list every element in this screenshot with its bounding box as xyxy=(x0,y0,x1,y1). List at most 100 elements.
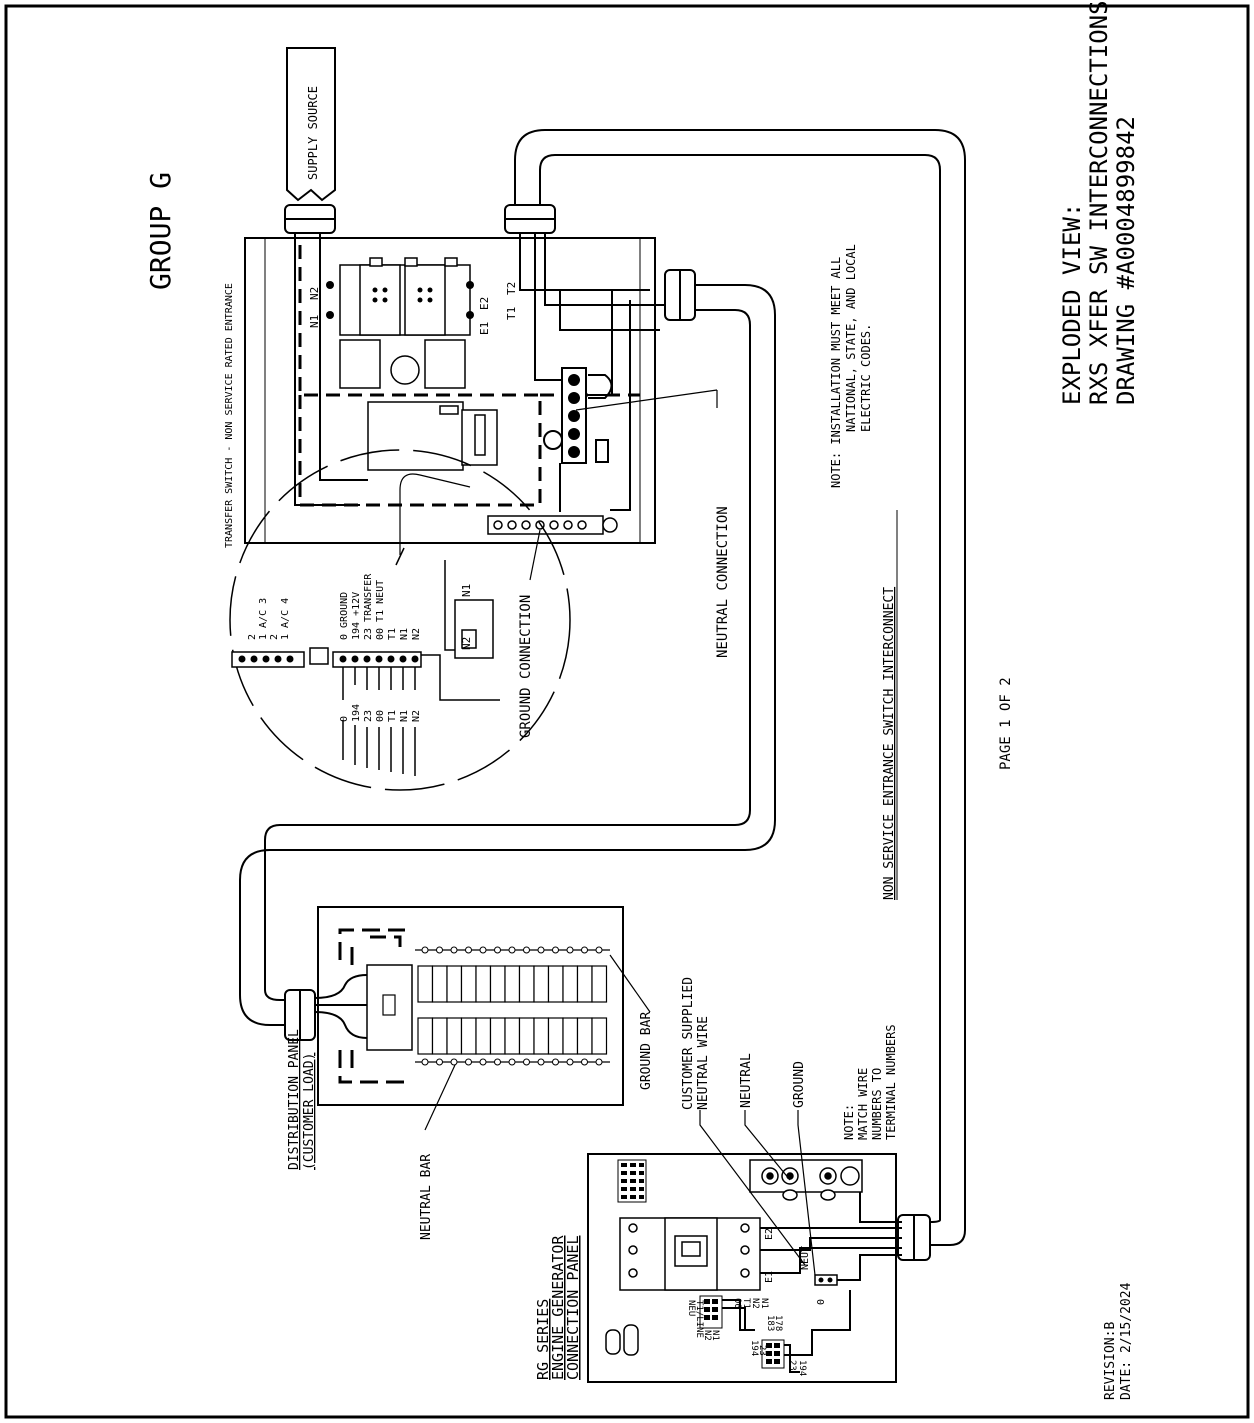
detail-label-2b: 2 xyxy=(269,634,280,640)
tb1-label-neu: NEU xyxy=(686,1300,696,1316)
detail-label-ac3: 1 A/C 3 xyxy=(258,598,269,640)
tb2-wire-194: 194 xyxy=(797,1360,807,1376)
tb2-wire-23: 23 xyxy=(787,1360,797,1371)
bar-screw xyxy=(436,946,443,954)
tb2-label-178: 178 xyxy=(773,1315,783,1331)
generator-neut: NEUT xyxy=(800,1246,811,1270)
terminal-block-2-labels: 194 23 183 178 194 23 xyxy=(749,1315,807,1376)
breaker-slot xyxy=(475,1017,492,1055)
match-note-3: NUMBERS TO xyxy=(870,1068,884,1140)
detail-circle xyxy=(229,449,571,791)
terminal-detail: 2 1 A/C 3 2 1 A/C 4 0 GROUND 194 +12V 23… xyxy=(229,449,571,791)
terminal-e2: E2 xyxy=(478,297,491,310)
match-note-2: MATCH WIRE xyxy=(856,1068,870,1140)
page-label: PAGE 1 OF 2 xyxy=(998,677,1014,770)
code-note-line-1: NOTE: INSTALLATION MUST MEET ALL xyxy=(829,257,843,488)
tb2-label-194: 194 xyxy=(749,1340,759,1356)
detail-label-t1-neut: 00 T1 NEUT xyxy=(375,580,386,640)
neutral-bar-label: NEUTRAL BAR xyxy=(419,1154,434,1240)
bar-screw xyxy=(581,1058,588,1066)
breaker-slot xyxy=(518,965,535,1003)
generator-e1: E1 xyxy=(764,1271,775,1283)
terminal-t2: T2 xyxy=(505,282,518,295)
group-label: GROUP G xyxy=(144,172,177,290)
breaker-slot xyxy=(518,1017,535,1055)
revision-block: REVISION:B DATE: 2/15/2024 xyxy=(1103,1282,1134,1400)
breaker-slot xyxy=(504,965,521,1003)
breaker-slot xyxy=(431,1017,448,1055)
detail-wire-0: 0 xyxy=(339,716,350,722)
transfer-switch-enclosure xyxy=(244,237,656,544)
ground-bar-label: GROUND BAR xyxy=(639,1012,654,1090)
detail-wire-t1: T1 xyxy=(387,710,398,722)
terminal-block-1-labels: NEU T1/LINE N2 N1 00 T1 N2 N1 xyxy=(686,1298,769,1341)
detail-label-transfer: 23 TRANSFER xyxy=(363,573,374,640)
generator-title-2: ENGINE GENERATOR xyxy=(549,1235,567,1380)
generator-breaker xyxy=(619,1217,761,1291)
distribution-panel: DISTRIBUTION PANEL (CUSTOMER LOAD) xyxy=(287,906,624,1170)
distribution-title-2: (CUSTOMER LOAD) xyxy=(302,1053,317,1170)
bar-screw xyxy=(523,946,530,954)
bar-screw xyxy=(465,1058,472,1066)
detail-label-n1: N1 xyxy=(399,628,410,640)
breaker-slot xyxy=(562,965,579,1003)
breaker-slot xyxy=(431,965,448,1003)
tb2-label-183: 183 xyxy=(765,1315,775,1331)
breaker-slot xyxy=(547,965,564,1003)
bar-screw xyxy=(479,946,487,954)
ground-connection-label: GROUND CONNECTION xyxy=(518,595,534,738)
tb1-wire-t1: T1 xyxy=(741,1298,751,1309)
bar-screw xyxy=(566,946,574,954)
bar-screw xyxy=(566,1058,574,1066)
bar-screw xyxy=(494,946,501,954)
conduit-distribution-outer xyxy=(239,284,776,1026)
tb1-wire-00: 00 xyxy=(732,1298,742,1309)
bar-screw xyxy=(494,1058,501,1066)
bar-screw xyxy=(552,946,559,954)
customer-neutral-line-2: NEUTRAL WIRE xyxy=(696,1016,711,1110)
title-line-2: RXS XFER SW INTERCONNECTIONS xyxy=(1085,0,1113,405)
bar-screw xyxy=(523,1058,530,1066)
detail-n2: N2 xyxy=(460,637,473,650)
customer-neutral-callout: CUSTOMER SUPPLIED NEUTRAL WIRE xyxy=(681,977,711,1110)
bar-screw xyxy=(450,1058,458,1066)
bar-screw xyxy=(537,946,545,954)
breaker-slot xyxy=(460,965,477,1003)
generator-title-3: CONNECTION PANEL xyxy=(564,1236,582,1381)
breaker-slot xyxy=(562,1017,579,1055)
ground-bar xyxy=(487,515,618,535)
customer-neutral-line-1: CUSTOMER SUPPLIED xyxy=(681,977,696,1110)
transfer-switch-title: TRANSFER SWITCH - NON SERVICE RATED ENTR… xyxy=(224,283,235,548)
breaker-slot xyxy=(533,965,550,1003)
detail-label-12v: 194 +12V xyxy=(351,592,362,640)
generator-panel-enclosure xyxy=(587,1153,897,1383)
conduit-generator-outer xyxy=(514,129,966,1246)
generator-ground-lug xyxy=(814,1274,838,1286)
breaker-slot xyxy=(504,1017,521,1055)
bar-screw xyxy=(421,1058,429,1066)
code-note-line-3: ELECTRIC CODES. xyxy=(859,324,873,432)
supply-source-cable xyxy=(286,47,336,202)
match-note-1: NOTE: xyxy=(842,1104,856,1140)
revision-text: REVISION:B xyxy=(1103,1322,1118,1400)
bar-screw xyxy=(436,1058,443,1066)
interconnect-title: NON SERVICE ENTRANCE SWITCH INTERCONNECT xyxy=(882,587,897,900)
bar-screw xyxy=(508,1058,516,1066)
supply-source-label: SUPPLY SOURCE xyxy=(306,86,320,180)
tb1-label-n2: N2 xyxy=(702,1330,712,1341)
conduit-distribution-inner xyxy=(264,309,751,1001)
detail-wire-23: 23 xyxy=(363,710,374,722)
breaker-slot xyxy=(576,1017,593,1055)
breaker-slot xyxy=(489,1017,506,1055)
tb1-label-t1line: T1/LINE xyxy=(694,1300,704,1338)
conduits xyxy=(239,129,966,1246)
terminal-n2: N2 xyxy=(308,287,321,300)
breaker-slot xyxy=(446,1017,463,1055)
tb1-wire-n1: N1 xyxy=(759,1298,769,1309)
neutral-lug-block xyxy=(543,367,613,464)
detail-label-2a: 2 xyxy=(247,634,258,640)
detail-n1: N1 xyxy=(460,584,473,597)
generator-neutral-block xyxy=(749,1159,863,1201)
code-note-line-2: NATIONAL, STATE, AND LOCAL xyxy=(844,244,858,432)
match-note-4: TERMINAL NUMBERS xyxy=(884,1024,898,1140)
